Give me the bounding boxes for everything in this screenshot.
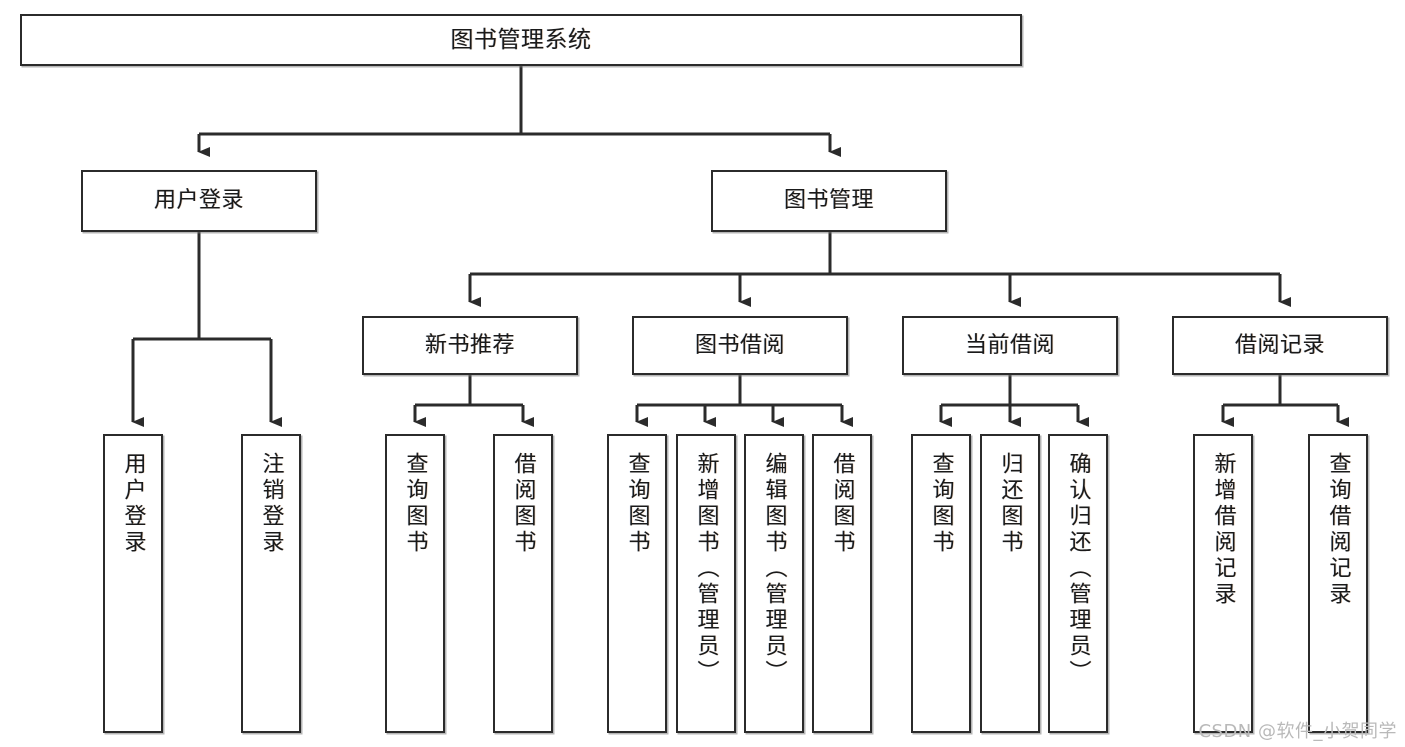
node-label: 注销登录 — [258, 452, 284, 556]
node-label: 当前借阅 — [964, 332, 1055, 358]
node-label: 确认归还（管理员） — [1065, 452, 1091, 686]
leaf-records-query-record[interactable]: 查询借阅记录 — [1308, 434, 1368, 733]
node-label: 新增图书（管理员） — [693, 452, 719, 686]
leaf-new-book-borrow-book[interactable]: 借阅图书 — [493, 434, 553, 733]
node-label: 借阅图书 — [510, 452, 536, 556]
leaf-book-borrow-edit-book-admin[interactable]: 编辑图书（管理员） — [744, 434, 804, 733]
node-label: 新书推荐 — [424, 332, 515, 358]
node-label: 查询图书 — [402, 452, 428, 556]
node-book-management[interactable]: 图书管理 — [711, 170, 947, 232]
node-new-book-recommend[interactable]: 新书推荐 — [362, 316, 578, 375]
node-label: 用户登录 — [120, 452, 146, 556]
node-label: 新增借阅记录 — [1210, 452, 1236, 608]
node-label: 归还图书 — [997, 452, 1023, 556]
leaf-records-add-record[interactable]: 新增借阅记录 — [1193, 434, 1253, 733]
leaf-current-borrow-query-book[interactable]: 查询图书 — [911, 434, 971, 733]
node-root-book-management-system[interactable]: 图书管理系统 — [20, 14, 1022, 66]
node-label: 借阅记录 — [1234, 332, 1325, 358]
node-label: 用户登录 — [153, 188, 244, 214]
leaf-user-login-logout[interactable]: 注销登录 — [241, 434, 301, 733]
leaf-book-borrow-add-book-admin[interactable]: 新增图书（管理员） — [676, 434, 736, 733]
node-user-login[interactable]: 用户登录 — [81, 170, 317, 232]
node-borrow-records[interactable]: 借阅记录 — [1172, 316, 1388, 375]
node-label: 编辑图书（管理员） — [761, 452, 787, 686]
node-label: 查询图书 — [624, 452, 650, 556]
node-book-borrow[interactable]: 图书借阅 — [632, 316, 848, 375]
node-label: 图书管理 — [783, 188, 874, 214]
leaf-current-borrow-confirm-return-admin[interactable]: 确认归还（管理员） — [1048, 434, 1108, 733]
leaf-user-login-login[interactable]: 用户登录 — [103, 434, 163, 733]
leaf-current-borrow-return-book[interactable]: 归还图书 — [980, 434, 1040, 733]
node-label: 查询借阅记录 — [1325, 452, 1351, 608]
node-label: 图书借阅 — [694, 332, 785, 358]
node-label: 图书管理系统 — [450, 26, 592, 53]
node-label: 借阅图书 — [829, 452, 855, 556]
node-label: 查询图书 — [928, 452, 954, 556]
leaf-new-book-query-book[interactable]: 查询图书 — [385, 434, 445, 733]
node-current-borrow[interactable]: 当前借阅 — [902, 316, 1118, 375]
leaf-book-borrow-borrow-book[interactable]: 借阅图书 — [812, 434, 872, 733]
leaf-book-borrow-query-book[interactable]: 查询图书 — [607, 434, 667, 733]
